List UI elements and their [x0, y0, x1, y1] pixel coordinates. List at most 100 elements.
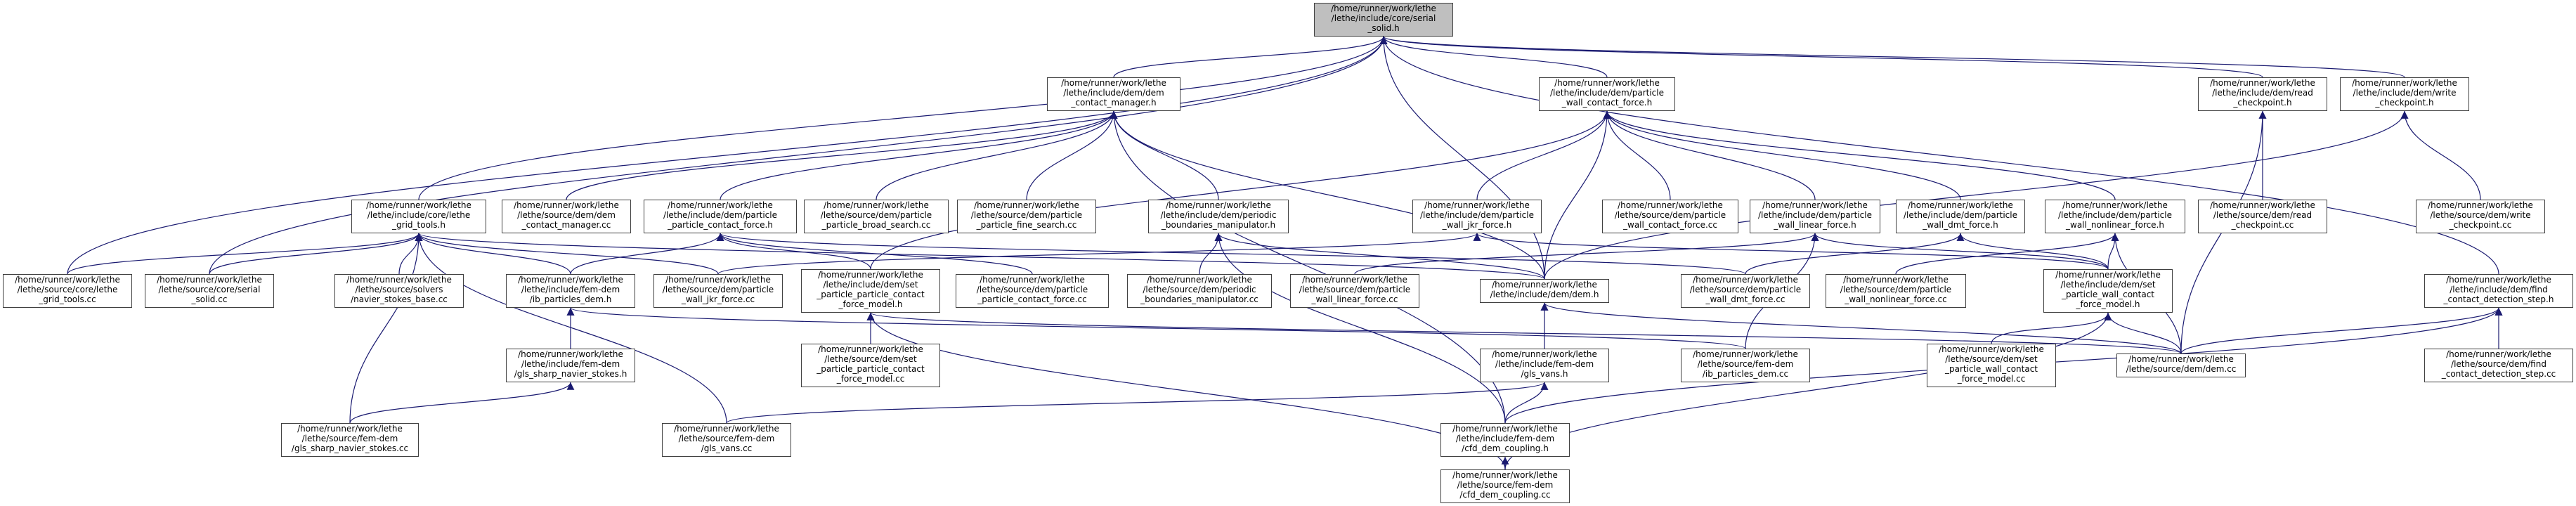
node-gls-sharp-navier-stokes-cc[interactable]: /home/runner/work/lethe/lethe/source/fem…	[281, 423, 419, 457]
node-label: /home/runner/work/lethe/lethe/source/sol…	[346, 275, 452, 304]
node-gls-vans-h[interactable]: /home/runner/work/lethe/lethe/include/fe…	[1480, 349, 1609, 382]
node-particle-particle-contact-force-cc[interactable]: /home/runner/work/lethe/lethe/source/dem…	[956, 274, 1109, 308]
node-set-particle-particle-contact-force-model-cc[interactable]: /home/runner/work/lethe/lethe/source/dem…	[801, 344, 940, 387]
node-lethe-grid-tools-h[interactable]: /home/runner/work/lethe/lethe/include/co…	[351, 200, 486, 233]
edge-cfd_dem_coupling_cc-to-set_particle_wall_contact_force_model_h	[1504, 312, 2112, 470]
node-label: /home/runner/work/lethe/lethe/source/dem…	[1939, 344, 2044, 384]
node-particle-wall-nonlinear-force-cc[interactable]: /home/runner/work/lethe/lethe/source/dem…	[1826, 274, 1966, 308]
edge-gls_vans_cc-to-gls_vans_h	[726, 382, 1548, 424]
edge-particle_wall_jkr_force_cc-to-particle_wall_jkr_force_h	[717, 233, 1481, 275]
node-label: /home/runner/work/lethe/lethe/source/fem…	[674, 424, 779, 453]
node-particle-fine-search-cc[interactable]: /home/runner/work/lethe/lethe/source/dem…	[957, 200, 1096, 233]
node-ib-particles-dem-cc[interactable]: /home/runner/work/lethe/lethe/source/fem…	[1681, 349, 1810, 382]
node-particle-wall-dmt-force-cc[interactable]: /home/runner/work/lethe/lethe/source/dem…	[1681, 274, 1810, 308]
node-particle-wall-jkr-force-h[interactable]: /home/runner/work/lethe/lethe/include/de…	[1412, 200, 1542, 233]
node-write-checkpoint-cc[interactable]: /home/runner/work/lethe/lethe/source/dem…	[2416, 200, 2545, 233]
node-label: /home/runner/work/lethe/lethe/source/dem…	[970, 200, 1083, 230]
edge-particle_wall_linear_force_cc-to-particle_wall_linear_force_h	[1354, 233, 1819, 275]
node-label: /home/runner/work/lethe/lethe/source/fem…	[1693, 349, 1798, 379]
node-label: /home/runner/work/lethe/lethe/include/de…	[1490, 280, 1599, 299]
edge-particle_broad_search_cc-to-dem_contact_manager_h	[876, 110, 1118, 200]
edge-find_contact_detection_step_h-to-serial_solid_h	[1379, 36, 2499, 275]
node-particle-wall-jkr-force-cc[interactable]: /home/runner/work/lethe/lethe/source/dem…	[653, 274, 783, 308]
node-label: /home/runner/work/lethe/lethe/include/de…	[1549, 78, 1664, 108]
edge-gls_sharp_navier_stokes_cc-to-gls_sharp_navier_stokes_h	[349, 382, 575, 424]
node-label: /home/runner/work/lethe/lethe/include/de…	[817, 270, 925, 309]
edge-dem_h-to-dem_contact_manager_h	[1110, 110, 1545, 280]
node-label: /home/runner/work/lethe/lethe/include/de…	[2210, 78, 2315, 108]
node-label: /home/runner/work/lethe/lethe/source/dem…	[2441, 349, 2556, 379]
edge-particle_wall_dmt_force_cc-to-particle_particle_contact_force_h	[717, 233, 1746, 275]
node-label: /home/runner/work/lethe/lethe/include/de…	[1160, 200, 1277, 230]
node-set-particle-particle-contact-force-model-h[interactable]: /home/runner/work/lethe/lethe/include/de…	[801, 269, 940, 313]
node-label: /home/runner/work/lethe/lethe/include/fe…	[518, 275, 623, 304]
node-label: /home/runner/work/lethe/lethe/include/de…	[2057, 200, 2172, 230]
edge-cfd_dem_coupling_cc-to-set_particle_particle_contact_force_model_h	[866, 312, 1506, 470]
edge-particle_wall_dmt_force_h-to-particle_wall_contact_force_h	[1603, 110, 1961, 200]
node-particle-wall-contact-force-h[interactable]: /home/runner/work/lethe/lethe/include/de…	[1539, 77, 1675, 111]
edge-dem_h-to-particle_wall_contact_force_h	[1544, 110, 1611, 280]
edge-particle_wall_linear_force_h-to-particle_wall_contact_force_h	[1603, 110, 1816, 200]
node-particle-wall-nonlinear-force-h[interactable]: /home/runner/work/lethe/lethe/include/de…	[2045, 200, 2185, 233]
node-particle-wall-linear-force-h[interactable]: /home/runner/work/lethe/lethe/include/de…	[1750, 200, 1880, 233]
edge-serial_solid_cc-to-serial_solid_h	[209, 36, 1388, 275]
edge-serial_solid_cc-to-grid_tools_h	[209, 233, 423, 275]
node-label: /home/runner/work/lethe/lethe/source/fem…	[291, 424, 409, 453]
node-cfd-dem-coupling-cc[interactable]: /home/runner/work/lethe/lethe/source/fem…	[1440, 469, 1570, 503]
edge-dem_h-to-grid_tools_h	[415, 233, 1545, 280]
node-serial-solid-cc[interactable]: /home/runner/work/lethe/lethe/source/cor…	[145, 274, 274, 308]
edge-particle_wall_dmt_force_cc-to-particle_wall_dmt_force_h	[1745, 233, 1965, 275]
edge-navier_stokes_base_cc-to-grid_tools_h	[398, 233, 423, 275]
node-label: /home/runner/work/lethe/lethe/source/dem…	[1689, 275, 1802, 304]
edge-lethe_grid_tools_cc-to-grid_tools_h	[67, 233, 423, 275]
node-write-checkpoint-h[interactable]: /home/runner/work/lethe/lethe/include/de…	[2340, 77, 2469, 111]
node-navier-stokes-base-cc[interactable]: /home/runner/work/lethe/lethe/source/sol…	[334, 274, 464, 308]
node-set-particle-wall-contact-force-model-h[interactable]: /home/runner/work/lethe/lethe/include/de…	[2043, 269, 2173, 313]
node-label: /home/runner/work/lethe/lethe/source/dem…	[1840, 275, 1952, 304]
node-particle-broad-search-cc[interactable]: /home/runner/work/lethe/lethe/source/dem…	[804, 200, 949, 233]
node-particle-wall-dmt-force-h[interactable]: /home/runner/work/lethe/lethe/include/de…	[1896, 200, 2025, 233]
edge-dem_contact_manager_cc-to-dem_contact_manager_h	[566, 110, 1118, 200]
node-label: /home/runner/work/lethe/lethe/include/co…	[1331, 4, 1436, 33]
edge-write_checkpoint_cc-to-write_checkpoint_h	[2400, 110, 2481, 200]
edge-read_checkpoint_h-to-serial_solid_h	[1380, 36, 2263, 78]
node-label: /home/runner/work/lethe/lethe/source/cor…	[157, 275, 262, 304]
node-ib-particles-dem-h[interactable]: /home/runner/work/lethe/lethe/include/fe…	[506, 274, 635, 308]
node-label: /home/runner/work/lethe/lethe/include/fe…	[1452, 424, 1558, 453]
node-label: /home/runner/work/lethe/lethe/source/fem…	[1452, 470, 1558, 500]
node-periodic-boundaries-manipulator-h[interactable]: /home/runner/work/lethe/lethe/include/de…	[1148, 200, 1289, 233]
node-dem-h[interactable]: /home/runner/work/lethe/lethe/include/de…	[1480, 279, 1609, 303]
edge-gls_vans_cc-to-grid_tools_h	[415, 233, 727, 424]
edge-periodic_boundaries_manipulator_h-to-dem_contact_manager_h	[1110, 110, 1219, 200]
node-serial-solid-h[interactable]: /home/runner/work/lethe/lethe/include/co…	[1314, 3, 1453, 37]
node-label: /home/runner/work/lethe/lethe/source/dem…	[1140, 275, 1258, 304]
node-particle-wall-linear-force-cc[interactable]: /home/runner/work/lethe/lethe/source/dem…	[1290, 274, 1419, 308]
edge-set_particle_wall_contact_force_model_cc-to-set_particle_wall_contact_force_model_h	[1991, 312, 2112, 344]
node-set-particle-wall-contact-force-model-cc[interactable]: /home/runner/work/lethe/lethe/source/dem…	[1927, 344, 2056, 387]
node-label: /home/runner/work/lethe/lethe/include/fe…	[514, 349, 627, 379]
node-read-checkpoint-cc[interactable]: /home/runner/work/lethe/lethe/source/dem…	[2198, 200, 2327, 233]
node-periodic-boundaries-manipulator-cc[interactable]: /home/runner/work/lethe/lethe/source/dem…	[1127, 274, 1272, 308]
node-cfd-dem-coupling-h[interactable]: /home/runner/work/lethe/lethe/include/fe…	[1440, 423, 1570, 457]
node-find-contact-detection-step-h[interactable]: /home/runner/work/lethe/lethe/include/de…	[2424, 274, 2573, 308]
node-dem-contact-manager-h[interactable]: /home/runner/work/lethe/lethe/include/de…	[1047, 77, 1180, 111]
node-particle-wall-contact-force-cc[interactable]: /home/runner/work/lethe/lethe/source/dem…	[1602, 200, 1738, 233]
node-read-checkpoint-h[interactable]: /home/runner/work/lethe/lethe/include/de…	[2198, 77, 2327, 111]
edge-dem_cc-to-find_contact_detection_step_h	[2180, 307, 2503, 354]
node-label: /home/runner/work/lethe/lethe/include/co…	[366, 200, 471, 230]
edge-dem_contact_manager_h-to-serial_solid_h	[1113, 36, 1388, 78]
node-gls-vans-cc[interactable]: /home/runner/work/lethe/lethe/source/fem…	[662, 423, 791, 457]
node-lethe-grid-tools-cc[interactable]: /home/runner/work/lethe/lethe/source/cor…	[3, 274, 132, 308]
node-dem-cc[interactable]: /home/runner/work/lethe/lethe/source/dem…	[2116, 353, 2246, 377]
node-label: /home/runner/work/lethe/lethe/include/de…	[2352, 78, 2457, 108]
node-label: /home/runner/work/lethe/lethe/source/dem…	[662, 275, 774, 304]
node-gls-sharp-navier-stokes-h[interactable]: /home/runner/work/lethe/lethe/include/fe…	[506, 349, 635, 382]
node-label: /home/runner/work/lethe/lethe/include/de…	[1061, 78, 1166, 108]
node-particle-particle-contact-force-h[interactable]: /home/runner/work/lethe/lethe/include/de…	[644, 200, 797, 233]
node-dem-contact-manager-cc[interactable]: /home/runner/work/lethe/lethe/source/dem…	[502, 200, 631, 233]
edge-lethe_grid_tools_cc-to-serial_solid_h	[67, 36, 1388, 275]
edge-dem_cc-to-set_particle_particle_contact_force_model_h	[867, 312, 2182, 354]
node-find-contact-detection-step-cc[interactable]: /home/runner/work/lethe/lethe/source/dem…	[2424, 349, 2573, 382]
edge-dem_h-to-periodic_boundaries_manipulator_h	[1214, 233, 1545, 280]
